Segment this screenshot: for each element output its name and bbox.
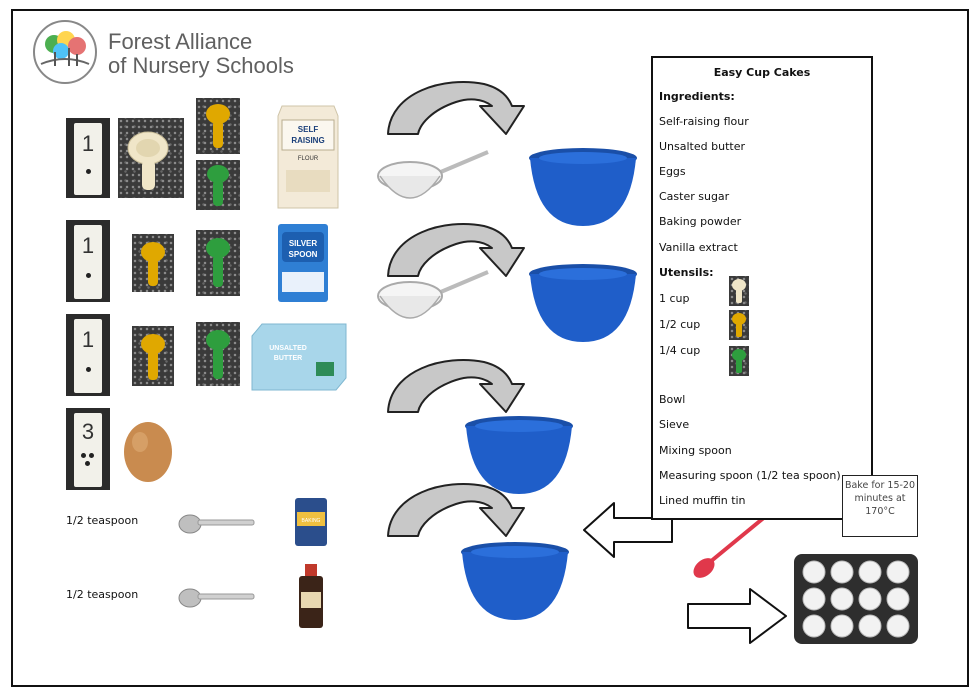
mixing-bowl-4 [461, 542, 569, 620]
utensil-item: Sieve [659, 418, 690, 431]
mixing-spatula [693, 514, 768, 578]
unsalted-butter-pack: UNSALTED BUTTER [251, 323, 347, 391]
number-card-2: 1 [66, 220, 110, 302]
yellow-cup-icon [729, 310, 749, 340]
yellow-cup-photo [132, 234, 174, 292]
green-cup-icon [729, 346, 749, 376]
mixing-bowl-1 [529, 148, 637, 226]
measuring-spoon-photo [178, 588, 255, 608]
self-raising-flour-pack: SELF RAISING FLOUR [277, 105, 339, 209]
svg-text:SELF: SELF [298, 125, 319, 134]
mixing-bowl-3 [465, 416, 573, 494]
number-card-4: 3 [66, 408, 110, 490]
curved-arrow-2 [387, 223, 525, 277]
sieve-photo [377, 270, 489, 319]
curved-arrow-3 [387, 359, 525, 413]
right-arrow [687, 588, 787, 644]
card-number: 1 [81, 233, 95, 258]
utensil-item: Lined muffin tin [659, 494, 746, 507]
measuring-spoon-photo [178, 514, 255, 534]
utensils-heading: Utensils: [659, 266, 714, 279]
teaspoon-label-2: 1/2 teaspoon [66, 588, 139, 601]
egg-photo [124, 422, 172, 482]
yellow-cup-photo [132, 326, 174, 386]
number-card-1: 1 [66, 118, 110, 198]
svg-text:BUTTER: BUTTER [274, 355, 302, 362]
utensil-item: Measuring spoon (1/2 tea spoon) [659, 469, 841, 482]
recipe-card: Easy Cup Cakes Ingredients: Self-raising… [651, 56, 873, 520]
svg-text:BAKING: BAKING [302, 518, 321, 524]
utensil-item: Mixing spoon [659, 444, 732, 457]
ingredient-item: Unsalted butter [659, 140, 745, 153]
cup-label: 1/4 cup [659, 344, 701, 357]
utensil-item: Bowl [659, 393, 686, 406]
ingredients-heading: Ingredients: [659, 90, 735, 103]
card-number: 1 [81, 131, 95, 156]
muffin-tin-photo [794, 554, 918, 644]
yellow-cup-photo [196, 98, 240, 154]
cup-label: 1/2 cup [659, 318, 701, 331]
cup-label: 1 cup [659, 292, 690, 305]
curved-arrow-4 [387, 483, 525, 537]
svg-text:SILVER: SILVER [289, 239, 318, 248]
vanilla-extract-bottle [299, 564, 323, 628]
cream-cup-photo [118, 118, 184, 198]
bake-instruction-box: Bake for 15-20 minutes at 170°C [842, 475, 918, 537]
ingredient-item: Baking powder [659, 215, 742, 228]
svg-text:SPOON: SPOON [289, 250, 318, 259]
sieve-photo [377, 150, 489, 199]
left-arrow [583, 502, 673, 558]
recipe-title: Easy Cup Cakes [713, 66, 811, 79]
ingredient-item: Vanilla extract [659, 241, 738, 254]
teaspoon-label-1: 1/2 teaspoon [66, 514, 139, 527]
ingredient-item: Eggs [659, 165, 686, 178]
cream-cup-icon [729, 276, 749, 306]
svg-text:UNSALTED: UNSALTED [269, 345, 307, 352]
svg-text:FLOUR: FLOUR [298, 156, 319, 162]
logo-title: Forest Alliance of Nursery Schools [108, 30, 294, 78]
green-cup-photo [196, 322, 240, 386]
worksheet-frame [11, 9, 969, 687]
ingredient-item: Caster sugar [659, 190, 730, 203]
ingredient-item: Self-raising flour [659, 115, 749, 128]
baking-powder-tin: BAKING [295, 498, 327, 546]
card-number: 1 [81, 327, 95, 352]
svg-text:RAISING: RAISING [291, 136, 324, 145]
curved-arrow-1 [387, 81, 525, 135]
logo-line-1: Forest Alliance [108, 29, 253, 54]
bake-instruction-text: Bake for 15-20 minutes at 170°C [844, 480, 916, 517]
forest-alliance-logo [33, 20, 97, 84]
green-cup-photo [196, 160, 240, 210]
green-cup-photo [196, 230, 240, 296]
mixing-bowl-2 [529, 264, 637, 342]
number-card-3: 1 [66, 314, 110, 396]
card-number: 3 [81, 419, 95, 444]
logo-line-2: of Nursery Schools [108, 53, 294, 78]
silver-spoon-sugar-pack: SILVER SPOON [278, 224, 328, 302]
